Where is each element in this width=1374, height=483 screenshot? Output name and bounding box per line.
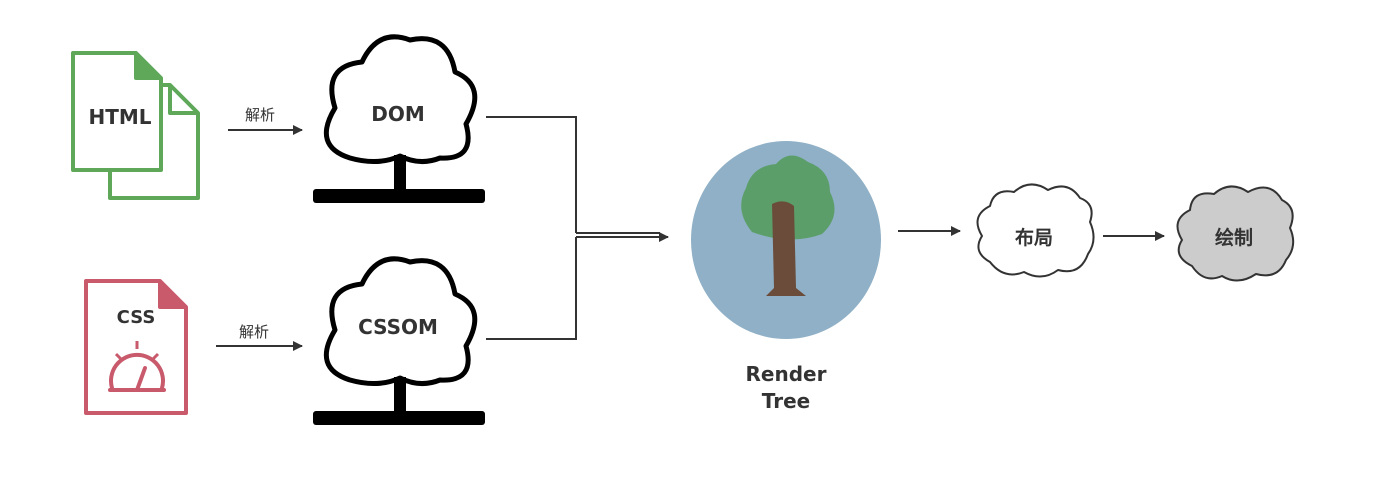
layout-label: 布局 [1015, 226, 1053, 249]
layout-cloud-icon [976, 183, 1095, 278]
dom-tree-icon [313, 34, 485, 203]
css-parse-label: 解析 [239, 323, 269, 341]
render-tree-label-line1: Render [746, 362, 827, 386]
paint-label: 绘制 [1215, 226, 1253, 249]
html-file-icon [71, 51, 200, 200]
dom-tree-label: DOM [371, 102, 425, 126]
paint-cloud-icon [1176, 185, 1295, 282]
css-file-icon [84, 279, 188, 415]
css-file-label: CSS [117, 307, 156, 328]
render-tree-label-line2: Tree [762, 389, 810, 413]
render-tree-icon [691, 141, 881, 339]
html-file-label: HTML [88, 105, 151, 129]
cssom-tree-icon [313, 256, 485, 425]
html-parse-label: 解析 [245, 106, 275, 124]
cssom-tree-label: CSSOM [358, 315, 438, 339]
merge-connector [486, 116, 669, 340]
